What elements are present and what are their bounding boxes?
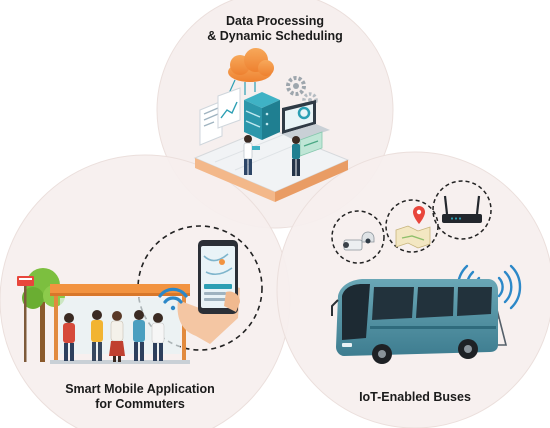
commuter-group xyxy=(63,310,165,362)
commuter-icon xyxy=(151,313,165,361)
hand-icon xyxy=(177,287,240,344)
dashed-circle-router xyxy=(432,180,492,240)
data-processing-illustration xyxy=(193,48,350,202)
iot-buses-label: IoT-Enabled Buses xyxy=(340,390,490,405)
commuter-icon xyxy=(133,310,145,361)
mobile-app-label: Smart Mobile Application for Commuters xyxy=(40,382,240,412)
map-pin-icon xyxy=(395,206,431,249)
iot-buses-label-text: IoT-Enabled Buses xyxy=(359,390,471,404)
commuter-icon xyxy=(63,313,75,361)
bus-stop-sign-icon xyxy=(17,276,34,362)
dashed-circle-camera xyxy=(331,210,385,264)
thumb-icon xyxy=(224,291,240,312)
camera-icon xyxy=(343,231,375,251)
data-processing-label: Data Processing & Dynamic Scheduling xyxy=(190,14,360,44)
bus-icon xyxy=(331,279,498,364)
mobile-app-illustration xyxy=(17,225,263,364)
analyst-icon xyxy=(243,135,260,175)
mobile-app-label-line1: Smart Mobile Application xyxy=(65,382,215,396)
mobile-app-label-line2: for Commuters xyxy=(95,397,185,411)
chart-screen-icon xyxy=(217,87,241,129)
document-panel-icon xyxy=(199,100,223,146)
commuter-icon xyxy=(109,311,125,362)
dashed-focus-circle xyxy=(137,225,263,351)
data-processing-label-line2: & Dynamic Scheduling xyxy=(207,29,343,43)
server-icon xyxy=(244,92,280,140)
router-icon xyxy=(442,195,482,223)
data-processing-label-line1: Data Processing xyxy=(226,14,324,28)
iot-buses-illustration xyxy=(331,180,522,364)
wifi-icon xyxy=(158,287,188,311)
analyst-icon xyxy=(292,136,300,176)
commuter-icon xyxy=(91,310,103,361)
